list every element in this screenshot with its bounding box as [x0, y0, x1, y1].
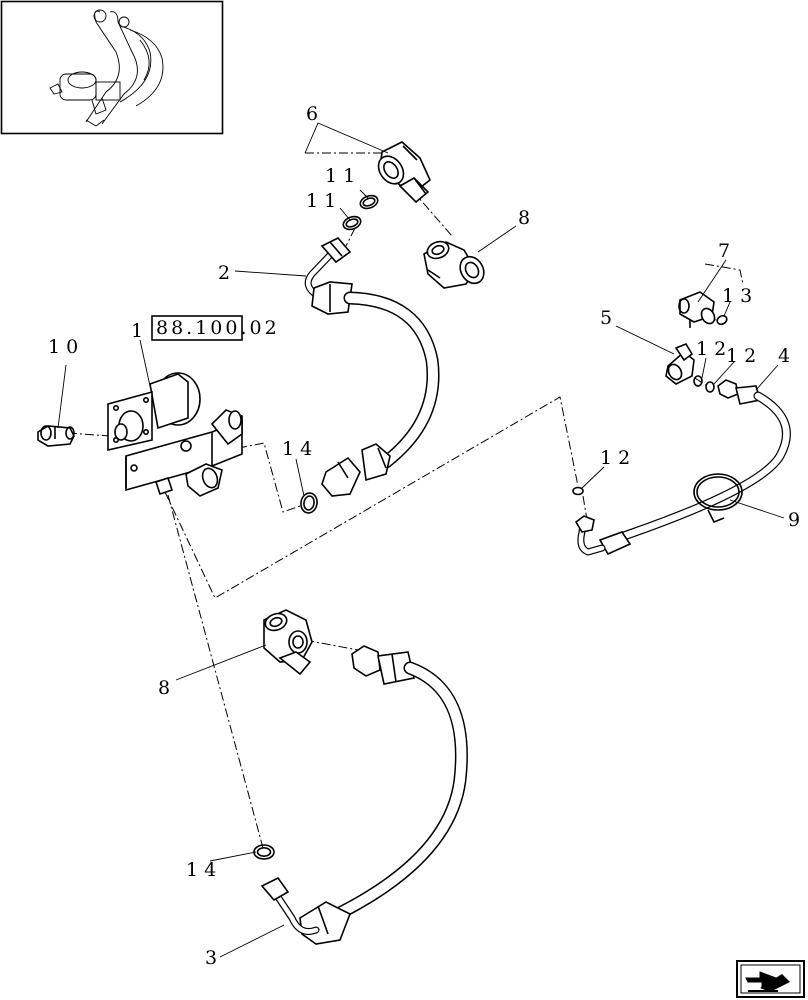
callout-12-a[interactable]: 1 2 — [696, 338, 726, 360]
part-3-hose-assembly[interactable] — [260, 645, 468, 945]
part-11-o-rings[interactable] — [341, 193, 379, 231]
callout-12-b[interactable]: 1 2 — [726, 345, 756, 367]
part-8-adapter-lower[interactable] — [263, 609, 313, 676]
callout-10[interactable]: 1 0 — [48, 336, 78, 358]
callout-14-upper[interactable]: 1 4 — [282, 438, 312, 460]
leader-lines — [57, 122, 785, 958]
part-7-tee-fitting[interactable] — [678, 291, 717, 328]
part-14-o-ring-upper[interactable] — [299, 492, 318, 514]
callout-14-lower[interactable]: 1 4 — [186, 859, 216, 881]
part-13-o-ring[interactable] — [716, 314, 729, 326]
part-14-o-ring-lower[interactable] — [253, 844, 275, 860]
callout-9[interactable]: 9 — [788, 509, 800, 531]
callout-11-lower[interactable]: 1 1 — [306, 190, 336, 212]
callout-4[interactable]: 4 — [778, 345, 790, 367]
reference-code-box[interactable]: 88.100.02 — [151, 315, 280, 341]
part-8-adapter-upper[interactable] — [423, 239, 489, 289]
part-10-plug-fitting[interactable] — [37, 425, 75, 447]
part-5-elbow-fitting[interactable] — [665, 343, 695, 385]
callout-5[interactable]: 5 — [600, 307, 612, 329]
assembly-lines — [67, 152, 744, 849]
callout-12-c[interactable]: 1 2 — [600, 447, 630, 469]
callout-11-upper[interactable]: 1 1 — [325, 165, 355, 187]
reference-code-text: 88.100.02 — [156, 317, 280, 339]
callout-1[interactable]: 1 — [131, 320, 143, 342]
callout-3[interactable]: 3 — [205, 947, 217, 969]
next-page-arrow-icon[interactable] — [736, 960, 805, 998]
overview-thumbnail[interactable] — [0, 0, 224, 135]
callout-7[interactable]: 7 — [718, 240, 730, 262]
part-1-hydraulic-unit[interactable] — [107, 372, 243, 497]
part-4-hose-assembly[interactable] — [574, 379, 791, 556]
callout-labels: 6 1 1 1 1 8 2 1 1 0 1 4 7 1 3 5 1 2 1 2 … — [48, 103, 800, 969]
part-6-elbow-fitting[interactable] — [373, 141, 431, 204]
callout-8-lower[interactable]: 8 — [158, 677, 170, 699]
callout-2[interactable]: 2 — [218, 262, 230, 284]
part-2-hose-assembly[interactable] — [304, 237, 440, 497]
callout-13[interactable]: 1 3 — [722, 285, 752, 307]
part-9-hose-clamp[interactable] — [693, 473, 743, 524]
callout-8-upper[interactable]: 8 — [518, 207, 530, 229]
callout-6[interactable]: 6 — [306, 103, 318, 125]
part-12-o-rings-right[interactable] — [572, 375, 715, 496]
